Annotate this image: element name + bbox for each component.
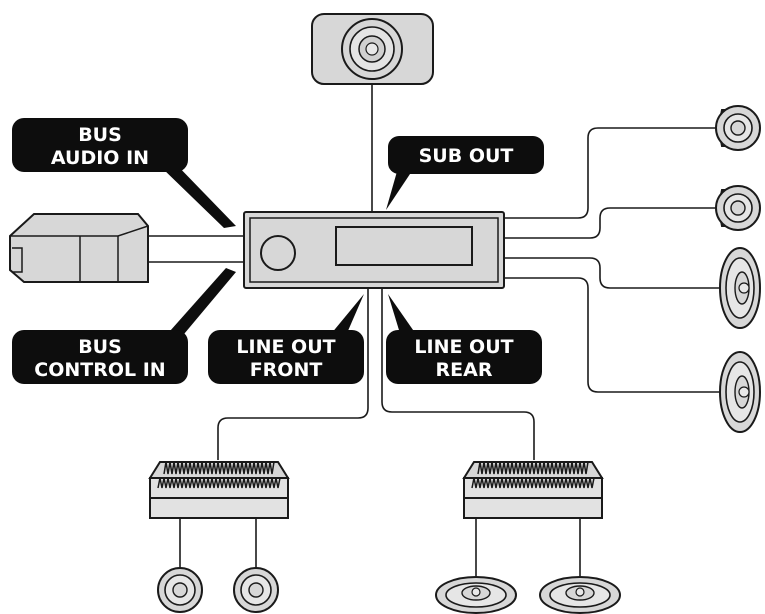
label-sub-out: SUB OUT — [386, 136, 544, 210]
tweeter-speaker-icon — [715, 185, 761, 231]
bus-audio-in-line-2: AUDIO IN — [51, 147, 149, 169]
label-line-out-rear: LINE OUT REAR — [386, 294, 542, 384]
oval-speaker-icon — [719, 351, 761, 433]
line-out-rear-line-2: REAR — [436, 359, 493, 381]
wire-right-2 — [504, 207, 718, 239]
head-unit-icon — [243, 211, 505, 289]
wire-right-3 — [504, 257, 722, 289]
line-out-front-line-1: LINE OUT — [236, 336, 335, 358]
label-line-out-front: LINE OUT FRONT — [208, 294, 364, 384]
wire-right-4 — [504, 277, 722, 393]
wire-right-1 — [504, 127, 718, 219]
amplifier-icon — [462, 461, 604, 519]
oval-speaker-icon — [719, 247, 761, 329]
round-speaker-icon — [157, 567, 203, 613]
tweeter-speaker-icon — [715, 105, 761, 151]
bus-control-in-line-2: CONTROL IN — [34, 359, 165, 381]
label-bus-control-in: BUS CONTROL IN — [12, 268, 236, 384]
bus-control-in-line-1: BUS — [78, 336, 122, 358]
oval-speaker-icon — [435, 576, 517, 614]
amplifier-icon — [148, 461, 290, 519]
bus-audio-in-line-1: BUS — [78, 124, 122, 146]
wire-line-out-front — [217, 288, 369, 460]
label-bus-audio-in: BUS AUDIO IN — [12, 118, 236, 228]
subwoofer-icon — [311, 13, 434, 85]
line-out-front-line-2: FRONT — [250, 359, 323, 381]
cd-changer-icon — [9, 213, 149, 283]
line-out-rear-line-1: LINE OUT — [414, 336, 513, 358]
oval-speaker-icon — [539, 576, 621, 614]
round-speaker-icon — [233, 567, 279, 613]
sub-out-text: SUB OUT — [419, 145, 514, 167]
wires — [148, 82, 722, 576]
wire-line-out-rear — [381, 288, 535, 460]
